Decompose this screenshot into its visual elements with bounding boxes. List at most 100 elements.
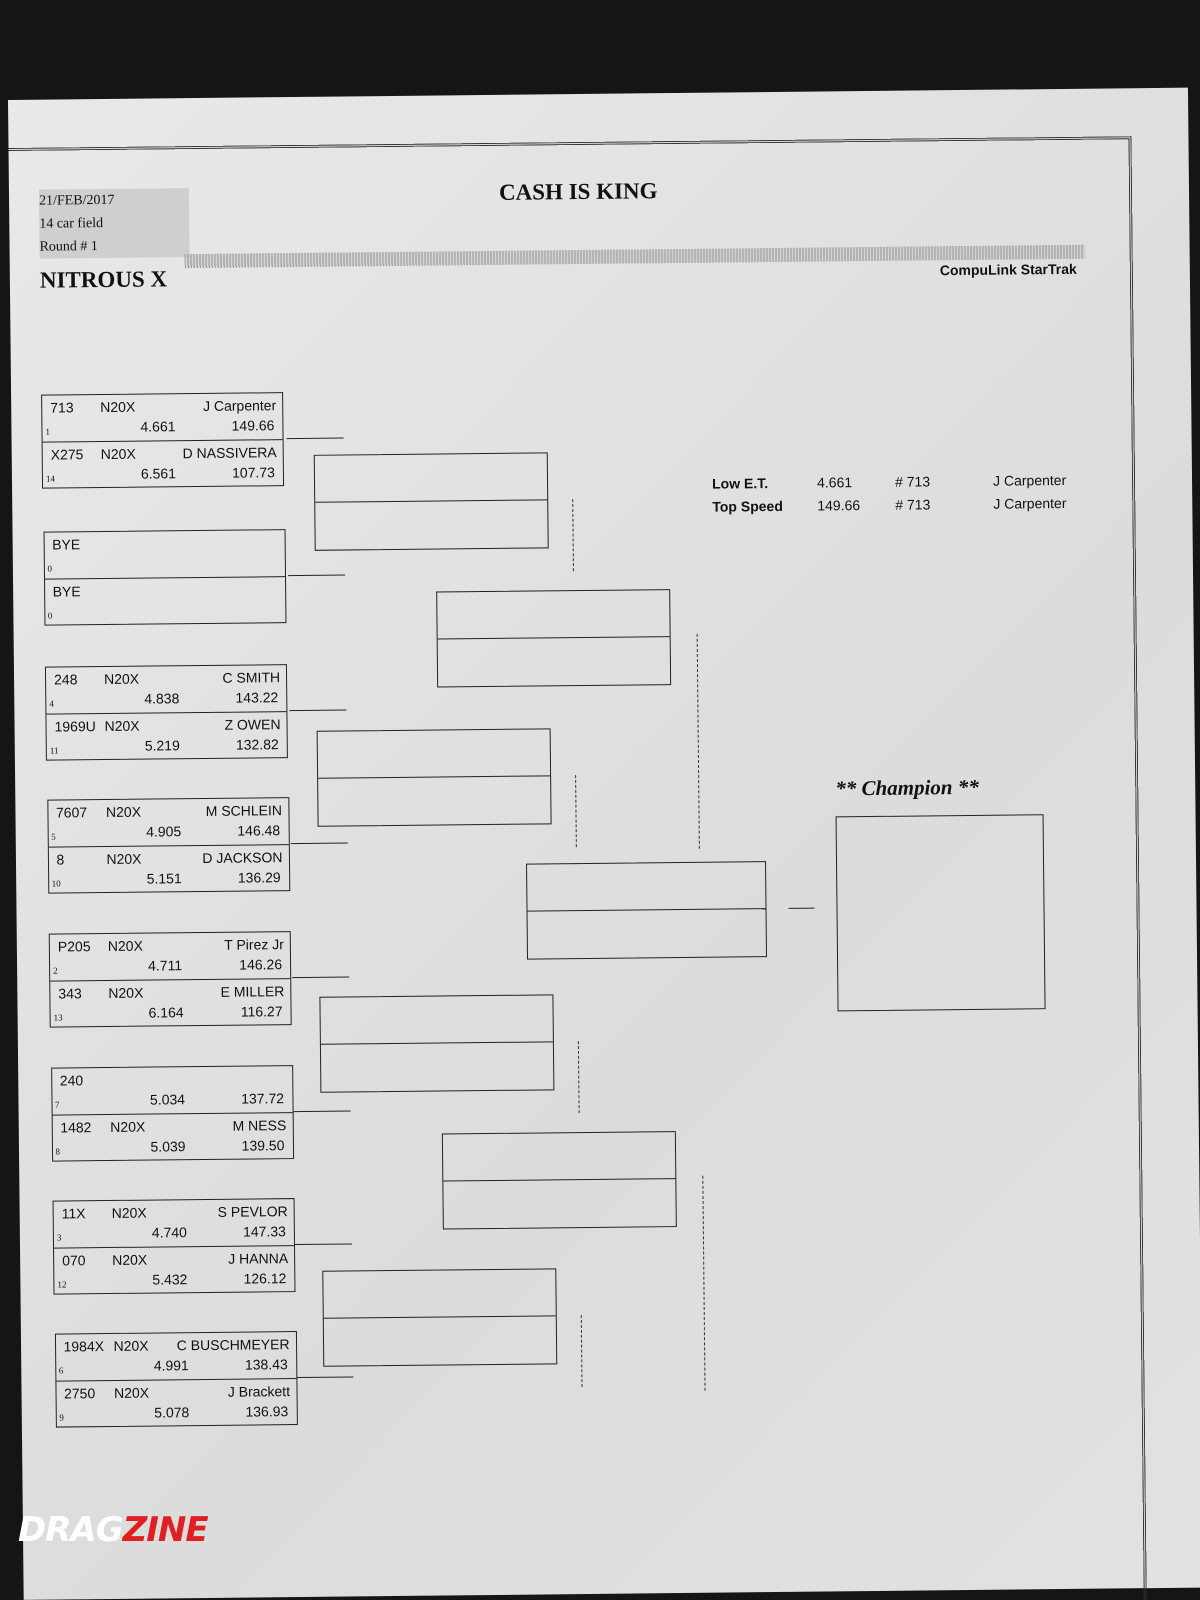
car-number: 1482 xyxy=(60,1119,92,1136)
logo-drag: DRAG xyxy=(18,1510,124,1550)
class-code: N20X xyxy=(100,445,136,463)
round2-box xyxy=(319,994,555,1093)
class-name: NITROUS X xyxy=(39,266,168,293)
seed-number: 4 xyxy=(49,698,54,709)
car-number: 2750 xyxy=(63,1385,96,1402)
car-number: 240 xyxy=(59,1072,84,1089)
driver-name: D JACKSON xyxy=(202,849,283,867)
event-title: CASH IS KING xyxy=(498,178,658,205)
seed-number: 5 xyxy=(51,831,56,842)
driver-name: D NASSIVERA xyxy=(182,444,277,462)
low-et-car: # 713 xyxy=(894,473,931,490)
class-code: N20X xyxy=(113,1337,149,1354)
seed-number: 13 xyxy=(53,1012,63,1023)
round3-box xyxy=(441,1131,677,1230)
winner-slot xyxy=(527,862,766,912)
low-et-value: 4.661 xyxy=(816,474,853,491)
car-number: 343 xyxy=(58,985,82,1002)
speed: 146.26 xyxy=(239,956,283,973)
elapsed-time: 5.151 xyxy=(146,870,182,887)
class-code: N20X xyxy=(103,670,140,688)
car-number: 8 xyxy=(56,851,65,868)
class-code: N20X xyxy=(110,1118,146,1135)
driver-name: S PEVLOR xyxy=(217,1203,288,1220)
elapsed-time: 5.219 xyxy=(144,737,180,754)
round2-box xyxy=(322,1268,558,1367)
driver-name: T Pirez Jr xyxy=(224,936,284,953)
class-code: N20X xyxy=(108,984,144,1001)
car-number: BYE xyxy=(52,536,81,553)
speed: 136.93 xyxy=(245,1403,289,1420)
elapsed-time: 5.432 xyxy=(152,1271,188,1288)
speed: 132.82 xyxy=(235,736,279,753)
top-speed-car: # 713 xyxy=(895,496,931,513)
car-number: 070 xyxy=(62,1252,86,1269)
seed-number: 1 xyxy=(45,426,51,437)
car-number: X275 xyxy=(50,446,84,463)
speed: 138.43 xyxy=(244,1356,288,1373)
driver-name: Z OWEN xyxy=(224,716,281,733)
car-number: BYE xyxy=(52,583,81,600)
elapsed-time: 4.991 xyxy=(153,1357,189,1374)
class-code: N20X xyxy=(106,850,142,868)
driver-name: C BUSCHMEYER xyxy=(176,1336,290,1354)
seed-number: 11 xyxy=(49,745,59,756)
class-code: N20X xyxy=(107,937,143,955)
elapsed-time: 4.905 xyxy=(146,823,182,840)
top-speed-value: 149.66 xyxy=(817,497,861,514)
elapsed-time: 4.838 xyxy=(144,690,180,707)
class-code: N20X xyxy=(100,398,136,416)
driver-name: J HANNA xyxy=(228,1250,289,1267)
speed: 126.12 xyxy=(243,1270,287,1287)
seed-number: 12 xyxy=(57,1279,67,1290)
class-code: N20X xyxy=(104,717,140,735)
winner-slot xyxy=(320,995,553,1045)
elapsed-time: 4.711 xyxy=(147,957,183,974)
winner-slot xyxy=(314,453,548,503)
round-number: Round # 1 xyxy=(39,239,98,255)
event-meta: 21/FEB/2017 14 car field Round # 1 xyxy=(38,188,191,259)
speed: 136.29 xyxy=(237,869,281,886)
class-code: N20X xyxy=(112,1251,148,1268)
driver-name: J Brackett xyxy=(227,1383,291,1400)
speed: 116.27 xyxy=(240,1003,283,1020)
speed: 149.66 xyxy=(231,417,275,434)
round3-box xyxy=(436,589,672,688)
elapsed-time: 6.164 xyxy=(148,1004,184,1021)
round2-box xyxy=(316,728,552,827)
field-size: 14 car field xyxy=(39,216,104,232)
bracket-sheet: 21/FEB/2017 14 car field Round # 1 CASH … xyxy=(8,87,1200,1600)
elapsed-time: 4.740 xyxy=(151,1224,187,1241)
car-number: 713 xyxy=(50,399,74,416)
elapsed-time: 5.078 xyxy=(154,1404,190,1421)
low-et-driver: J Carpenter xyxy=(992,471,1067,489)
class-code: N20X xyxy=(113,1384,150,1401)
seed-number: 3 xyxy=(56,1232,62,1243)
elapsed-time: 5.034 xyxy=(149,1091,186,1108)
speed: 147.33 xyxy=(242,1223,286,1240)
speed: 143.22 xyxy=(235,689,279,706)
seed-number: 6 xyxy=(58,1365,64,1376)
car-number: P205 xyxy=(57,938,91,955)
low-et-label: Low E.T. xyxy=(711,475,769,492)
